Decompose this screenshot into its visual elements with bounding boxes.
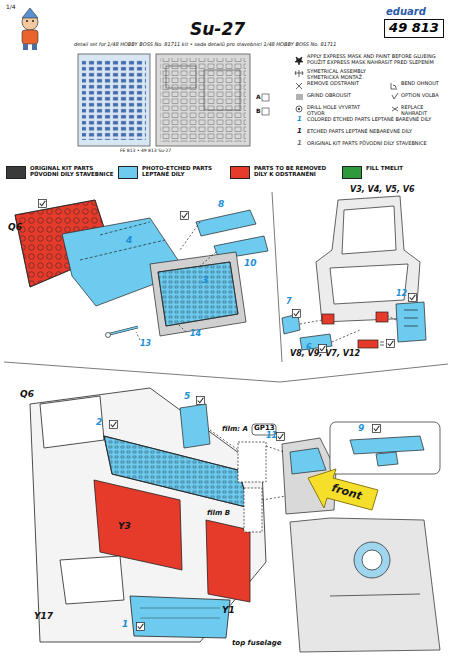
legend-text: APPLY EXPRESS MASK AND PAINT BEFORE GLUE… — [307, 54, 447, 66]
callout-label: 9 — [358, 424, 364, 434]
cockpit-tub — [30, 388, 266, 642]
callout-label: 5 — [184, 392, 190, 402]
legend-text: ORIGINAL KIT PARTS PŮVODNÍ DÍLY STAVEBNI… — [30, 165, 114, 178]
callout-label: 8 — [218, 200, 224, 210]
callout-label: 12 — [396, 290, 407, 299]
callout-label: V8, V9, V7, V12 — [290, 350, 360, 359]
callout-label: top fuselage — [232, 640, 281, 648]
legend-swatch — [230, 166, 250, 179]
callout-label: 2 — [96, 418, 102, 428]
callout-label: 1 — [297, 140, 302, 148]
callout-label: 13 — [140, 340, 151, 349]
callout-label: 10 — [244, 259, 257, 269]
callout-label: Q6 — [20, 390, 34, 400]
legend-text: PHOTO-ETCHED PARTS LEPTANÉ DÍLY — [142, 165, 226, 178]
callout-label: Q6 — [8, 223, 22, 233]
callout-label: 6 — [306, 344, 312, 353]
ejection-seat — [282, 196, 426, 350]
legend-swatch — [6, 166, 26, 179]
legend-swatch — [342, 166, 362, 179]
legend-text: ETCHED PARTS LEPTANÉ NEBAREVNÉ DÍLY — [307, 129, 447, 135]
callout-label: B — [256, 108, 261, 115]
legend-text: SYMETRICAL ASSEMBLY SYMETRICKÁ MONTÁŽ — [307, 69, 397, 81]
legend-text: FILL TMELIT — [366, 165, 450, 171]
legend-text: BEND OHNOUT — [401, 81, 447, 87]
callout-label: 1 — [122, 620, 128, 630]
legend-text: ORIGINAL KIT PARTS PŮVODNÍ DÍLY STAVEBNI… — [307, 141, 447, 147]
photo-etch-fret — [78, 54, 269, 146]
callout-label: 3 — [202, 276, 208, 286]
legend-text: GRIND OBROUSIT — [307, 93, 377, 99]
legend-text: PARTS TO BE REMOVED DÍLY K ODSTRANĚNÍ — [254, 165, 338, 178]
hud-parts — [180, 404, 440, 652]
part-number-box: 49 813 — [384, 19, 444, 38]
callout-label: film B — [206, 510, 231, 518]
callout-label: V3, V4, V5, V6 — [350, 186, 415, 195]
callout-label: 14 — [190, 330, 201, 339]
callout-label: Y17 — [34, 612, 53, 622]
callout-label: film: A — [222, 426, 248, 434]
instrument-panel — [15, 200, 268, 340]
check-symbol — [38, 199, 416, 630]
legend-text: COLORED ETCHED PARTS LEPTANÉ BAREVNÉ DÍL… — [307, 117, 447, 123]
callout-label: detail set for 1/48 HOBBY BOSS No. 81711… — [74, 42, 336, 48]
legend-text: OPTION VOLBA — [401, 93, 447, 99]
legend-icons — [295, 57, 398, 112]
callout-label: 1/4 — [6, 4, 16, 11]
logo-text: eduard — [386, 6, 426, 17]
callout-label: 7 — [286, 298, 292, 307]
title: Su-27 — [190, 20, 245, 39]
callout-label: 4 — [126, 236, 132, 246]
callout-label: 1 — [297, 116, 302, 124]
legend-text: REMOVE ODSTRANIT — [307, 81, 377, 87]
arrow-outline — [308, 469, 378, 510]
part-number: 49 813 — [385, 21, 443, 35]
callout-label: 1 — [297, 128, 302, 136]
mascot — [22, 8, 38, 50]
legend-swatch — [118, 166, 138, 179]
callout-label: Y1 — [222, 606, 235, 616]
legend-text: DRILL HOLE VYVRTAT OTVOR — [307, 105, 377, 117]
direction-arrow: front — [306, 468, 380, 518]
region-divider — [4, 192, 448, 382]
legend-text: REPLACE NAHRADIT — [401, 105, 447, 117]
callout-label: 11 — [266, 432, 277, 441]
callout-label: Y3 — [118, 522, 131, 532]
callout-label: FE 813 • 49 813 Su-27 — [120, 149, 171, 154]
callout-label: A — [256, 94, 261, 101]
